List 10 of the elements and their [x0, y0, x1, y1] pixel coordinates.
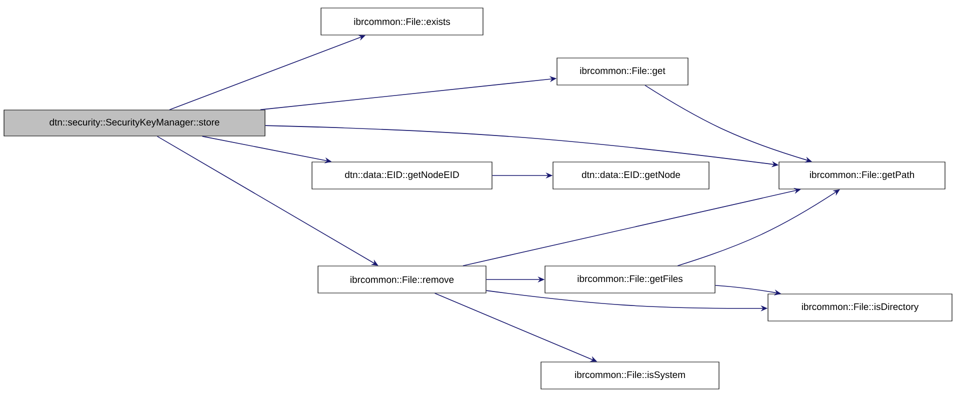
function-box: ibrcommon::File::get: [556, 58, 688, 86]
function-box: ibrcommon::File::isDirectory: [768, 294, 952, 322]
function-box: ibrcommon::File::remove: [318, 266, 486, 294]
function-box: ibrcommon::File::getFiles: [544, 266, 716, 294]
function-box: dtn::security::SecurityKeyManager::store: [4, 110, 266, 136]
function-box: ibrcommon::File::isSystem: [540, 362, 720, 390]
function-box: dtn::data::EID::getNodeEID: [312, 162, 492, 190]
function-box: dtn::data::EID::getNode: [552, 162, 710, 190]
function-box: ibrcommon::File::exists: [320, 8, 484, 36]
function-box: ibrcommon::File::getPath: [778, 162, 946, 190]
